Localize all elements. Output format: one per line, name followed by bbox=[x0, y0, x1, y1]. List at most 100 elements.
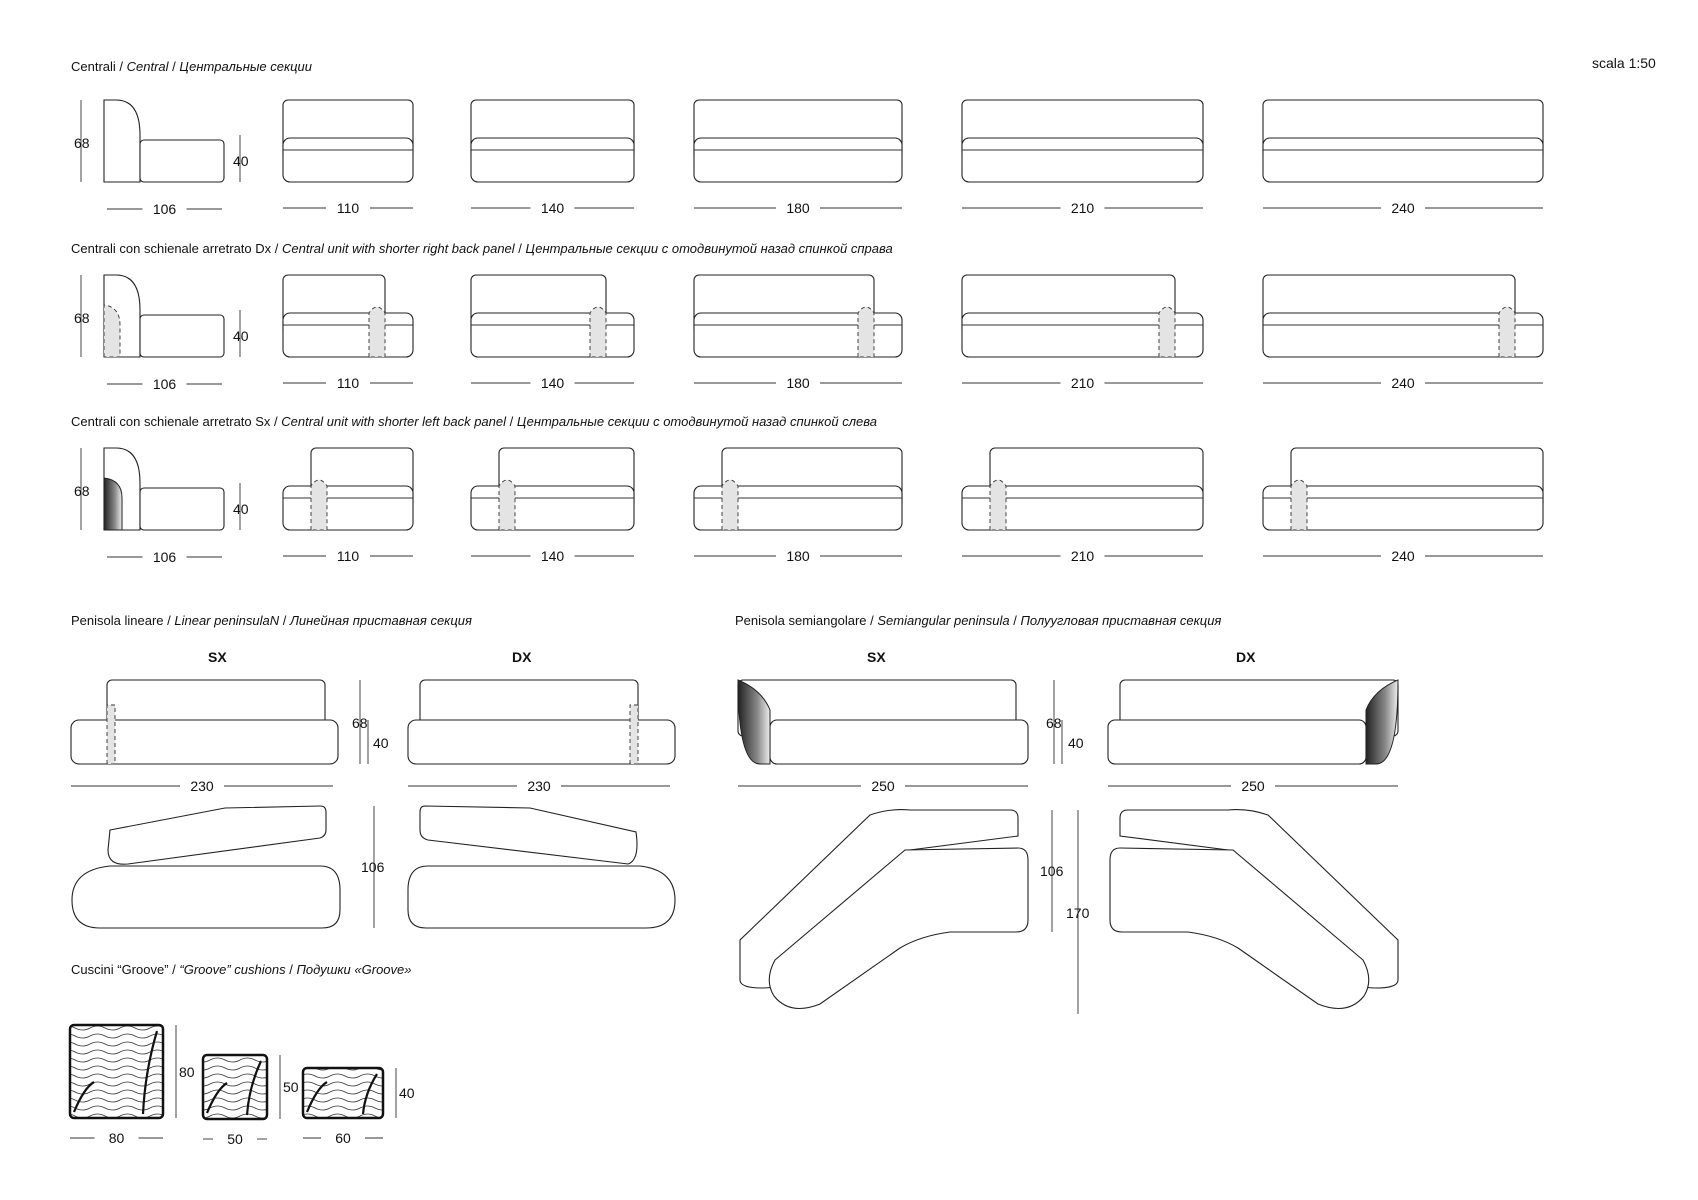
cushion-3-fold-right bbox=[361, 1073, 378, 1115]
row2-unit-5-hatch bbox=[1498, 306, 1516, 358]
cushion-1-width-label: 80 bbox=[108, 1130, 125, 1146]
row2-unit-1-seat bbox=[282, 312, 414, 358]
row2-unit-2-hatch bbox=[589, 306, 607, 358]
semi-depth1: 106 bbox=[1040, 863, 1064, 879]
row2-side-seat bbox=[139, 314, 225, 358]
row2-unit-1-hatch bbox=[368, 306, 386, 358]
semi-dx-seat bbox=[1107, 719, 1367, 765]
semi-sx-plan-seat bbox=[768, 847, 1029, 1010]
row2-height-seat: 40 bbox=[233, 328, 249, 344]
title-central: Centrali / Central / Центральные секции bbox=[71, 59, 313, 74]
row2-width-2-label: 140 bbox=[540, 375, 565, 391]
row1-width-1-label: 110 bbox=[336, 200, 360, 216]
title-linear-peninsula: Penisola lineare / Linear peninsulaN / Л… bbox=[71, 613, 472, 628]
scale-label: scala 1:50 bbox=[1592, 55, 1656, 71]
semi-dx-dark bbox=[1365, 679, 1399, 765]
row3-unit-2-hatch bbox=[498, 479, 516, 531]
row1-width-3-label: 180 bbox=[786, 200, 810, 216]
semi-height-seat: 40 bbox=[1068, 735, 1084, 751]
title-semiangular-peninsula: Penisola semiangolare / Semiangular peni… bbox=[735, 613, 1222, 628]
semi-sx-dark bbox=[737, 679, 771, 765]
row1-width-5-label: 240 bbox=[1391, 200, 1415, 216]
row1-width-0-label: 106 bbox=[152, 201, 177, 217]
row1-unit-4-seat bbox=[961, 137, 1204, 183]
row3-side-seat bbox=[139, 487, 225, 531]
title-central-sx: Centrali con schienale arretrato Sx / Ce… bbox=[71, 414, 878, 429]
linear-sx-hatch bbox=[106, 704, 116, 765]
linear-sx-label: SX bbox=[208, 649, 227, 665]
linear-dx-plan-cushion bbox=[419, 805, 638, 865]
linear-height-back: 68 bbox=[352, 715, 368, 731]
cushion-2-body bbox=[201, 1053, 269, 1121]
semi-height-back: 68 bbox=[1046, 715, 1062, 731]
row3-unit-4-seat bbox=[961, 485, 1204, 531]
cushion-3-width-label: 60 bbox=[335, 1130, 351, 1146]
semi-dx-width-label: 250 bbox=[1241, 778, 1265, 794]
row1-height-seat: 40 bbox=[233, 153, 249, 169]
row1-width-2-label: 140 bbox=[540, 200, 565, 216]
cushion-1-fold-left bbox=[72, 1081, 95, 1113]
cushion-2-width-label: 50 bbox=[227, 1131, 243, 1147]
cushion-2-height: 50 bbox=[283, 1079, 299, 1095]
row3-width-4-label: 210 bbox=[1070, 548, 1095, 564]
row1-unit-3-seat bbox=[693, 137, 903, 183]
row2-unit-3-seat bbox=[693, 312, 903, 358]
linear-sx-seat bbox=[70, 719, 339, 765]
row3-width-1-label: 110 bbox=[336, 548, 360, 564]
linear-dx-label: DX bbox=[512, 649, 532, 665]
row3-unit-5-hatch bbox=[1290, 479, 1308, 531]
row2-width-1-label: 110 bbox=[336, 375, 360, 391]
row3-width-0-label: 106 bbox=[152, 549, 177, 565]
row2-width-3-label: 180 bbox=[786, 375, 810, 391]
row1-width-4-label: 210 bbox=[1070, 200, 1095, 216]
row1-side-seat bbox=[139, 139, 225, 183]
semi-sx-label: SX bbox=[867, 649, 886, 665]
row2-unit-3-hatch bbox=[857, 306, 875, 358]
row3-width-2-label: 140 bbox=[540, 548, 565, 564]
row3-unit-1-seat bbox=[282, 485, 414, 531]
semi-dx-plan-seat bbox=[1109, 847, 1370, 1010]
linear-dx-plan-seat bbox=[407, 865, 676, 929]
cushion-2-fold-left bbox=[205, 1082, 228, 1114]
row2-unit-2-seat bbox=[470, 312, 635, 358]
row2-height-back: 68 bbox=[74, 310, 90, 326]
row1-side-back bbox=[103, 99, 141, 183]
cushion-2-fold-right bbox=[245, 1060, 262, 1116]
semi-dx-label: DX bbox=[1236, 649, 1256, 665]
row2-width-4-label: 210 bbox=[1070, 375, 1095, 391]
linear-sx-width-label: 230 bbox=[190, 778, 214, 794]
row2-width-5-label: 240 bbox=[1391, 375, 1415, 391]
cushion-3-fold-left bbox=[305, 1081, 328, 1113]
cushion-1-fold-right bbox=[141, 1030, 159, 1115]
row1-unit-5-seat bbox=[1262, 137, 1544, 183]
row3-height-back: 68 bbox=[74, 483, 90, 499]
semi-sx-seat bbox=[769, 719, 1029, 765]
row2-unit-4-seat bbox=[961, 312, 1204, 358]
cushion-3-body bbox=[301, 1066, 385, 1120]
row3-unit-5-seat bbox=[1262, 485, 1544, 531]
semi-depth2: 170 bbox=[1066, 905, 1090, 921]
linear-height-seat: 40 bbox=[373, 735, 389, 751]
row1-unit-1-seat bbox=[282, 137, 414, 183]
row1-height-back: 68 bbox=[74, 135, 90, 151]
linear-dx-width-label: 230 bbox=[527, 778, 551, 794]
linear-depth: 106 bbox=[361, 859, 385, 875]
cushion-3-height: 40 bbox=[399, 1085, 415, 1101]
semi-sx-width-label: 250 bbox=[871, 778, 895, 794]
title-central-dx: Centrali con schienale arretrato Dx / Ce… bbox=[71, 241, 893, 256]
row3-side-dark bbox=[103, 477, 123, 531]
linear-dx-hatch bbox=[629, 704, 639, 765]
row2-unit-4-hatch bbox=[1158, 306, 1176, 358]
cushion-1-height: 80 bbox=[179, 1063, 195, 1080]
cushion-1-body bbox=[68, 1023, 165, 1120]
row3-unit-3-hatch bbox=[721, 479, 739, 531]
row3-unit-3-seat bbox=[693, 485, 903, 531]
row3-height-seat: 40 bbox=[233, 501, 249, 517]
row3-unit-4-hatch bbox=[989, 479, 1007, 531]
row3-width-5-label: 240 bbox=[1391, 548, 1415, 564]
row3-unit-1-hatch bbox=[310, 479, 328, 531]
row1-unit-2-seat bbox=[470, 137, 635, 183]
title-cushions: Cuscini “Groove” / “Groove” cushions / П… bbox=[71, 962, 412, 977]
